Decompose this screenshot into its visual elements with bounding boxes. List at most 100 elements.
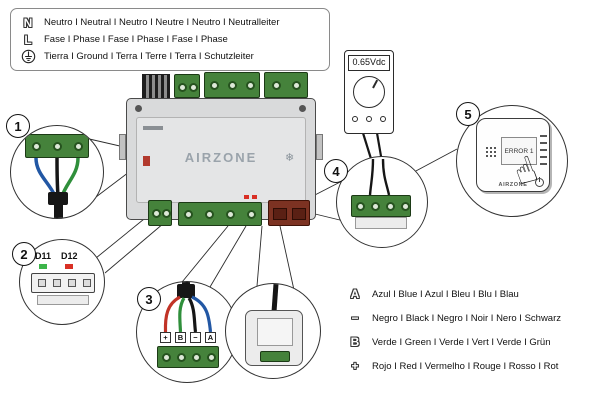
power-legend: N Neutro I Neutral I Neutro I Neutre I N… <box>10 8 330 71</box>
terminal-screw <box>205 210 214 219</box>
d11-label: D11 <box>35 251 52 261</box>
blue-label: Azul I Blue I Azul I Bleu I Blu I Blau <box>372 288 519 300</box>
device-cover-panel: AIRZONE ❄ <box>136 117 306 203</box>
terminal-screw <box>189 83 198 92</box>
rear-terminal-block <box>260 351 290 362</box>
mounting-hole <box>299 105 306 112</box>
voltage-dial-device: 0.65Vdc <box>344 50 394 134</box>
connector-pin <box>68 279 76 287</box>
terminal-screw <box>401 202 410 211</box>
bus-b-icon: B <box>350 335 360 349</box>
d12-led-red <box>65 264 73 269</box>
connector-base <box>355 217 407 229</box>
indicator-bar <box>540 149 547 151</box>
connector-pin <box>38 279 46 287</box>
terminal-label-plus: + <box>160 332 171 343</box>
bus-a-icon: A <box>350 287 360 301</box>
terminal-label-a: A <box>205 332 216 343</box>
top-terminal-block <box>174 74 200 98</box>
terminal-screw <box>184 210 193 219</box>
terminal-screw <box>192 353 201 362</box>
pcb-detail <box>143 126 163 130</box>
bus-connector-block <box>268 200 310 226</box>
callout-3: 3 <box>137 287 161 311</box>
neutral-n-icon: N <box>23 15 33 30</box>
detail-mains-wiring <box>10 125 104 219</box>
mounting-hole <box>135 105 142 112</box>
connector-base <box>37 295 89 305</box>
legend-row-earth: Tierra I Ground I Terra I Terre I Terra … <box>19 48 321 65</box>
terminal-screw <box>356 202 365 211</box>
d11-led-green <box>39 264 47 269</box>
legend-row-neutral: N Neutro I Neutral I Neutro I Neutre I N… <box>19 14 321 31</box>
status-led-red <box>244 195 249 199</box>
indicator-bar <box>540 142 547 144</box>
wire-color-legend: A Azul I Blue I Azul I Bleu I Blu I Blau… <box>346 282 561 378</box>
minus-icon: − <box>351 311 359 325</box>
voltage-value: 0.65Vdc <box>348 55 390 71</box>
legend-row-red: + Rojo I Red I Vermelho I Rouge I Rosso … <box>346 354 561 378</box>
terminal-label-b: B <box>175 332 186 343</box>
legend-row-blue: A Azul I Blue I Azul I Bleu I Blu I Blau <box>346 282 561 306</box>
dial-terminal-block <box>351 195 411 217</box>
thermostat-brand: AIRZONE <box>498 182 528 188</box>
legend-row-black: − Negro I Black I Negro I Noir I Nero I … <box>346 306 561 330</box>
terminal-screw <box>371 202 380 211</box>
black-label: Negro I Black I Negro I Noir I Nero I Sc… <box>372 312 562 324</box>
line-label: Fase I Phase I Fase I Phase I Fase I Pha… <box>44 34 228 45</box>
bottom-terminal-block <box>148 200 172 226</box>
detail-thermostat-rear <box>225 283 321 379</box>
terminal-screw <box>386 202 395 211</box>
top-terminal-block <box>264 72 308 98</box>
callout-5: 5 <box>456 102 480 126</box>
terminal-screw <box>177 353 186 362</box>
dial-terminal-hole <box>366 116 372 122</box>
indicator-bar <box>540 156 547 158</box>
dial-terminal-hole <box>352 116 358 122</box>
bus-terminal-block <box>157 346 219 368</box>
d12-label: D12 <box>61 251 78 261</box>
terminal-screw <box>74 142 83 151</box>
terminal-screw <box>162 209 171 218</box>
dial-knob <box>353 76 385 108</box>
terminal-screw <box>162 353 171 362</box>
thermostat-display: ERROR 1 <box>501 137 537 165</box>
menu-grid-icon <box>486 147 488 149</box>
terminal-screw <box>292 81 301 90</box>
line-l-icon: L <box>24 32 32 47</box>
mains-terminal-block <box>25 134 89 158</box>
bus-wires <box>163 282 213 333</box>
callout-1: 1 <box>6 114 30 138</box>
terminal-screw <box>152 209 161 218</box>
terminal-screw <box>210 81 219 90</box>
connector-slot <box>273 208 287 220</box>
power-icon <box>535 177 544 187</box>
back-plate-recess <box>257 318 293 346</box>
terminal-screw <box>226 210 235 219</box>
callout-2: 2 <box>12 242 36 266</box>
connector-pin <box>53 279 61 287</box>
status-led-red <box>252 195 257 199</box>
knob-pointer <box>372 79 379 89</box>
indicator-bar <box>540 163 547 165</box>
indicator-bar <box>540 135 547 137</box>
legend-row-line: L Fase I Phase I Fase I Phase I Fase I P… <box>19 31 321 48</box>
device-body: AIRZONE ❄ <box>126 98 316 220</box>
green-label: Verde I Green I Verde I Vert I Verde I G… <box>372 336 551 348</box>
thermostat-back-plate <box>245 310 303 366</box>
connector-slot <box>292 208 306 220</box>
terminal-screw <box>53 142 62 151</box>
terminal-screw <box>32 142 41 151</box>
thermostat-front: ERROR 1 AIRZONE <box>476 118 550 192</box>
snowflake-icon: ❄ <box>285 151 295 164</box>
mains-wires <box>34 157 80 218</box>
bottom-terminal-block <box>178 202 262 226</box>
plus-icon: + <box>351 359 359 373</box>
red-label: Rojo I Red I Vermelho I Rouge I Rosso I … <box>372 360 559 372</box>
din-rail-tab <box>316 134 323 160</box>
legend-row-green: B Verde I Green I Verde I Vert I Verde I… <box>346 330 561 354</box>
callout-4: 4 <box>324 159 348 183</box>
terminal-screw <box>247 210 256 219</box>
terminal-screw <box>178 83 187 92</box>
